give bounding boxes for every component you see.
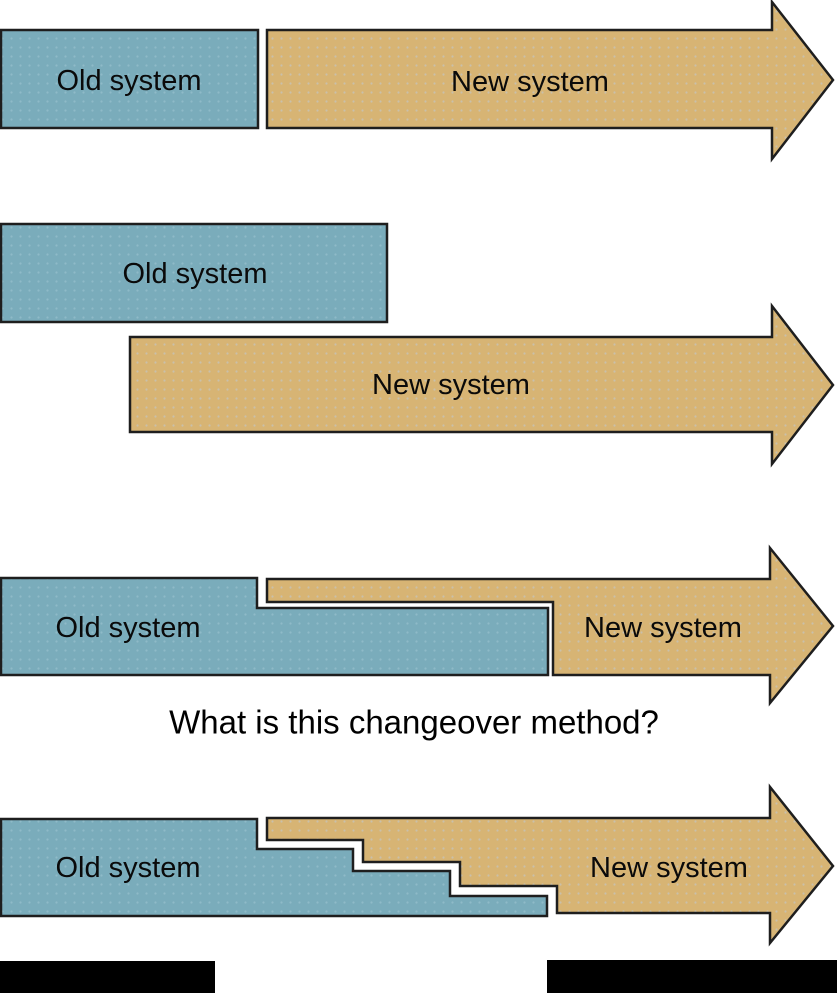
old-system-bar bbox=[0, 817, 549, 918]
diagram-row-4: Old system New system bbox=[0, 783, 835, 947]
new-system-arrow bbox=[265, 544, 835, 707]
new-system-label: New system bbox=[451, 66, 609, 98]
old-system-bar bbox=[0, 28, 260, 130]
redaction-bar-left bbox=[0, 961, 215, 993]
new-system-label: New system bbox=[590, 852, 748, 884]
diagram-row-3: Old system New system bbox=[0, 544, 835, 707]
diagram-row-2: Old system New system bbox=[0, 222, 835, 468]
redaction-bar-right bbox=[547, 960, 837, 993]
new-system-label: New system bbox=[584, 612, 742, 644]
old-system-label: Old system bbox=[55, 852, 200, 884]
old-system-label: Old system bbox=[122, 258, 267, 290]
new-system-arrow bbox=[265, 783, 835, 947]
old-system-label: Old system bbox=[56, 65, 201, 97]
diagram-row-1: Old system New system bbox=[0, 0, 835, 163]
new-system-arrow bbox=[128, 302, 835, 468]
old-system-label: Old system bbox=[55, 612, 200, 644]
old-system-bar bbox=[0, 576, 550, 677]
old-system-bar bbox=[0, 222, 389, 324]
new-system-arrow bbox=[265, 0, 835, 163]
new-system-label: New system bbox=[372, 369, 530, 401]
question-text: What is this changeover method? bbox=[169, 704, 659, 741]
